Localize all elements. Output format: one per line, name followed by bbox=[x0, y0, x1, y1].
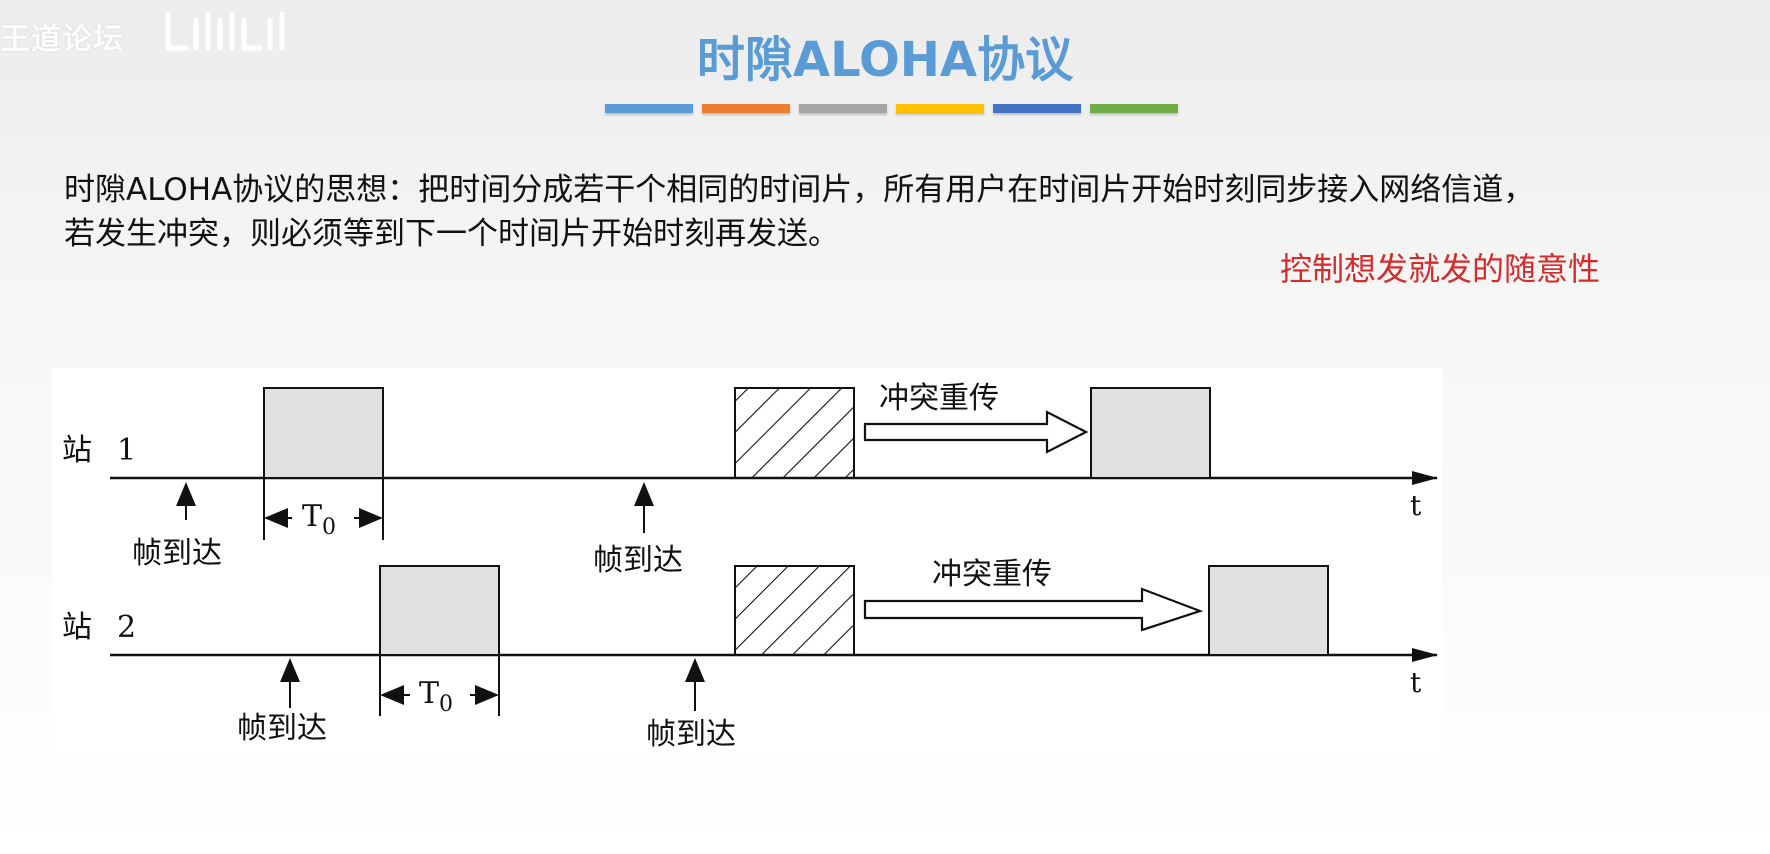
station-1-collision-frame bbox=[734, 387, 855, 479]
station-1-retransmit-arrow-icon bbox=[863, 410, 1089, 454]
station-2-retransmit-arrow-icon bbox=[863, 587, 1204, 632]
title-bar bbox=[1090, 104, 1178, 113]
watermark: 王道论坛 bbox=[0, 14, 124, 58]
slotted-aloha-diagram: 站 1 t 冲突重传 帧到达 帧到达 T0 站 2 t 冲突重传 帧到达 bbox=[52, 368, 1443, 754]
station-2-number: 2 bbox=[117, 610, 136, 645]
axis-arrow-icon bbox=[1412, 471, 1438, 485]
station-1-number: 1 bbox=[117, 433, 136, 468]
station-1-arrival-label-2: 帧到达 bbox=[593, 543, 683, 578]
station-1-arrival-label: 帧到达 bbox=[132, 536, 222, 571]
axis-arrow-icon bbox=[1412, 648, 1438, 662]
bilibili-logo-icon bbox=[165, 11, 285, 51]
red-note: 控制想发就发的随意性 bbox=[1280, 250, 1601, 288]
t0-main: T bbox=[302, 499, 322, 534]
title-bar bbox=[702, 104, 790, 113]
description-line-2: 若发生冲突，则必须等到下一个时间片开始时刻再发送。 bbox=[64, 216, 839, 252]
station-2-arrival-label: 帧到达 bbox=[237, 711, 327, 746]
t0-sub: 0 bbox=[439, 692, 453, 717]
watermark-text: 王道论坛 bbox=[0, 22, 124, 57]
t0-main: T bbox=[419, 676, 439, 711]
station-1-frame bbox=[263, 387, 384, 479]
station-2-frame bbox=[379, 565, 500, 656]
station-2-arrival-label-2: 帧到达 bbox=[646, 717, 736, 752]
station-2-axis-t: t bbox=[1410, 666, 1422, 699]
station-1-retransmit-frame bbox=[1090, 387, 1211, 479]
station-2-t0-label: T0 bbox=[419, 676, 453, 717]
station-1-axis-t: t bbox=[1410, 489, 1422, 522]
station-1-retransmit-label: 冲突重传 bbox=[879, 381, 999, 416]
station-2-retransmit-frame bbox=[1208, 565, 1329, 656]
station-1-label: 站 bbox=[62, 433, 92, 468]
station-2-label: 站 bbox=[62, 610, 92, 645]
title-bar bbox=[993, 104, 1081, 113]
slide-title: 时隙ALOHA协议 bbox=[696, 32, 1074, 88]
description-line-1: 时隙ALOHA协议的思想：把时间分成若干个相同的时间片，所有用户在时间片开始时刻… bbox=[64, 172, 1535, 208]
station-2-collision-frame bbox=[734, 565, 855, 656]
title-bar bbox=[799, 104, 887, 113]
station-1-t0-label: T0 bbox=[302, 499, 336, 540]
title-bar bbox=[605, 104, 693, 113]
title-bar bbox=[896, 104, 984, 113]
description: 时隙ALOHA协议的思想：把时间分成若干个相同的时间片，所有用户在时间片开始时刻… bbox=[64, 168, 1754, 256]
title-underline-bars bbox=[605, 104, 1187, 113]
t0-sub: 0 bbox=[322, 515, 336, 540]
station-2-retransmit-label: 冲突重传 bbox=[932, 557, 1052, 592]
